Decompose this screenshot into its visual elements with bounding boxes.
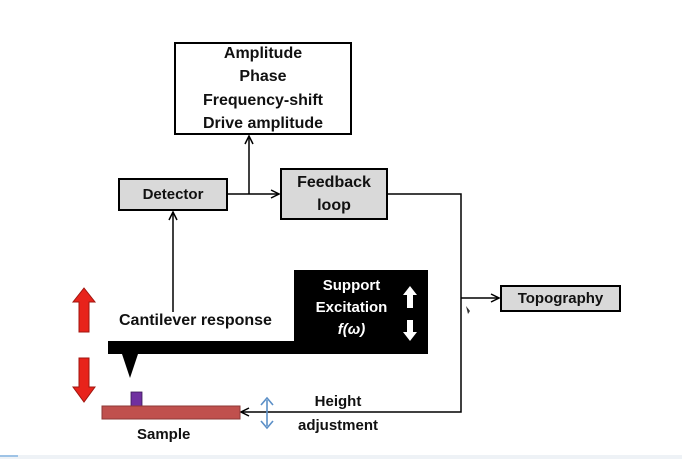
cantilever-response-label: Cantilever response: [119, 312, 272, 329]
cursor-icon: [466, 306, 470, 314]
sample-feature: [130, 391, 143, 407]
white-up-arrow-icon: [403, 286, 417, 308]
output-drive-amplitude: Drive amplitude: [202, 115, 324, 132]
feedback-to-sample-arrow: [241, 193, 462, 412]
height-label-line2: adjustment: [298, 417, 379, 434]
detector-box: Detector: [118, 178, 228, 211]
topography-label: Topography: [517, 289, 604, 307]
detector-label: Detector: [142, 185, 204, 203]
topography-box: Topography: [500, 285, 621, 312]
height-adjustment-label: Height adjustment: [298, 390, 378, 438]
feedback-label-line1: Feedback: [297, 174, 371, 191]
support-excitation-box: Support Excitation f(ω): [294, 270, 428, 354]
sample-bar: [101, 405, 241, 420]
output-phase: Phase: [239, 68, 287, 85]
outputs-box: Amplitude Phase Frequency-shift Drive am…: [174, 42, 352, 135]
cantilever-tip: [122, 354, 138, 378]
support-arrows: [403, 286, 417, 341]
output-amplitude: Amplitude: [223, 44, 303, 62]
feedback-label-line2: loop: [317, 197, 351, 214]
support-label-line2: Excitation: [315, 299, 388, 316]
output-frequency-shift: Frequency-shift: [202, 91, 323, 109]
bottom-scroll-tick: [0, 455, 18, 457]
support-label-line1: Support: [322, 277, 381, 294]
cantilever-beam: [108, 341, 298, 354]
red-down-arrow-icon: [72, 357, 96, 403]
blue-double-arrow-icon: [260, 396, 274, 430]
bottom-scroll-strip: [0, 455, 682, 459]
feedback-loop-box: Feedback loop: [280, 168, 388, 220]
height-label-line1: Height: [314, 393, 362, 410]
red-up-arrow-icon: [71, 287, 97, 333]
white-down-arrow-icon: [403, 320, 417, 341]
sample-label: Sample: [137, 426, 191, 443]
support-label-line3: f(ω): [337, 321, 366, 338]
